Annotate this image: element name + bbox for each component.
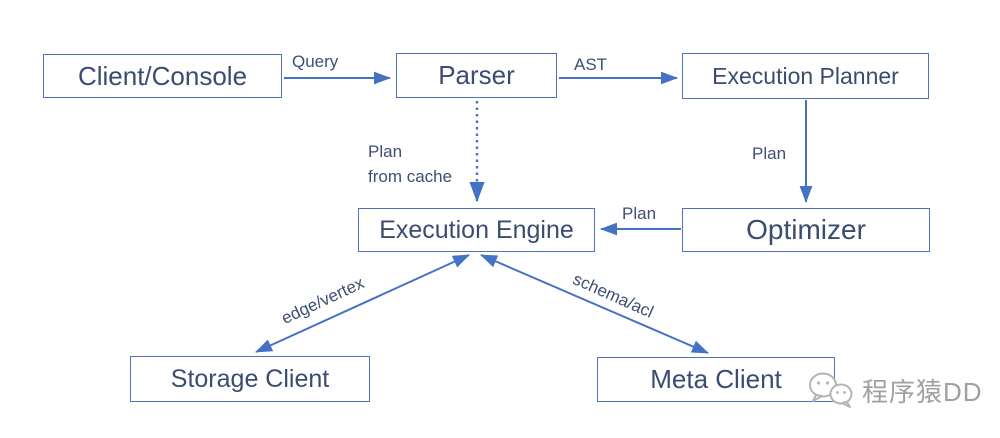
edge-label-plan-down: Plan bbox=[752, 144, 787, 163]
edge-label-plan-from-cache-line1: Plan bbox=[368, 142, 403, 161]
node-optimizer: Optimizer bbox=[682, 208, 930, 252]
watermark: 程序猿DD bbox=[806, 370, 983, 410]
edge-label-ast: AST bbox=[574, 55, 608, 74]
edge-label-plan-from-cache: Plan from cache bbox=[368, 139, 452, 189]
edge-engine-meta-double-arrow bbox=[480, 254, 709, 354]
node-parser: Parser bbox=[396, 53, 557, 98]
node-execution-engine: Execution Engine bbox=[358, 208, 595, 252]
edge-label-plan-left: Plan bbox=[622, 204, 657, 223]
watermark-text: 程序猿DD bbox=[862, 376, 983, 407]
edge-engine-storage-double-arrow bbox=[255, 254, 470, 353]
node-execution-planner: Execution Planner bbox=[682, 53, 929, 99]
node-client-console: Client/Console bbox=[43, 54, 282, 98]
wechat-logo-icon bbox=[809, 372, 853, 408]
edge-label-query: Query bbox=[292, 52, 339, 71]
node-storage-client: Storage Client bbox=[130, 356, 370, 402]
node-meta-client: Meta Client bbox=[597, 357, 835, 402]
edge-label-plan-from-cache-line2: from cache bbox=[368, 167, 453, 186]
